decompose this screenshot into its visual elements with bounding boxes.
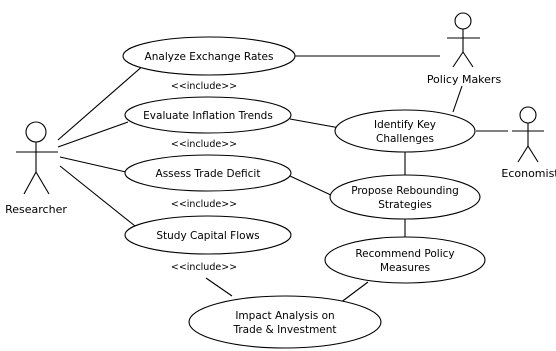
svg-text:Strategies: Strategies — [378, 199, 432, 211]
assoc-evaluate-identify — [289, 118, 341, 129]
usecase-recommend-policy-measures[interactable]: Recommend Policy Measures — [324, 236, 486, 284]
assoc-policymakers-identify — [452, 85, 463, 113]
assoc-researcher-assess — [59, 156, 127, 173]
associations — [57, 55, 508, 304]
usecase-impact-analysis[interactable]: Impact Analysis on Trade & Investment — [188, 295, 382, 349]
usecase-evaluate-inflation-trends[interactable]: Evaluate Inflation Trends — [124, 96, 292, 134]
svg-text:Study Capital Flows: Study Capital Flows — [156, 230, 259, 242]
svg-text:Identify Key: Identify Key — [374, 119, 436, 131]
svg-text:Impact Analysis on: Impact Analysis on — [235, 310, 334, 322]
assoc-study-impact — [205, 277, 233, 297]
actor-policy-makers[interactable]: Policy Makers — [427, 12, 502, 86]
actor-researcher[interactable]: Researcher — [5, 121, 67, 216]
svg-text:Propose Rebounding: Propose Rebounding — [351, 185, 459, 197]
usecase-propose-rebounding-strategies[interactable]: Propose Rebounding Strategies — [329, 174, 481, 220]
actor-policy-makers-label: Policy Makers — [427, 73, 502, 86]
usecase-study-capital-flows[interactable]: Study Capital Flows — [124, 215, 292, 255]
svg-text:Recommend Policy: Recommend Policy — [355, 248, 454, 260]
svg-text:Measures: Measures — [380, 262, 430, 274]
assoc-assess-propose — [289, 175, 334, 197]
usecase-assess-trade-deficit[interactable]: Assess Trade Deficit — [124, 154, 292, 192]
actor-policy-makers-head — [454, 12, 472, 30]
include-label: <<include>> — [171, 139, 237, 150]
assoc-recommend-impact — [339, 281, 369, 304]
include-label: <<include>> — [171, 262, 237, 273]
svg-text:Analyze Exchange Rates: Analyze Exchange Rates — [145, 51, 274, 63]
svg-text:Challenges: Challenges — [376, 133, 434, 145]
include-label: <<include>> — [171, 199, 237, 210]
usecase-analyze-exchange-rates[interactable]: Analyze Exchange Rates — [122, 36, 296, 76]
assoc-researcher-study — [59, 165, 136, 227]
include-label: <<include>> — [171, 81, 237, 92]
actor-economist-label: Economist — [501, 167, 556, 180]
usecase-identify-key-challenges[interactable]: Identify Key Challenges — [334, 109, 476, 153]
svg-text:Evaluate Inflation Trends: Evaluate Inflation Trends — [143, 110, 273, 122]
assoc-researcher-analyze — [57, 63, 146, 141]
svg-text:Assess Trade Deficit: Assess Trade Deficit — [156, 168, 261, 180]
assoc-researcher-evaluate — [57, 121, 129, 148]
actor-researcher-head — [25, 121, 47, 143]
actor-economist[interactable]: Economist — [501, 106, 556, 180]
svg-text:Trade & Investment: Trade & Investment — [232, 324, 336, 336]
actor-researcher-label: Researcher — [5, 203, 67, 216]
actor-economist-head — [519, 106, 537, 124]
